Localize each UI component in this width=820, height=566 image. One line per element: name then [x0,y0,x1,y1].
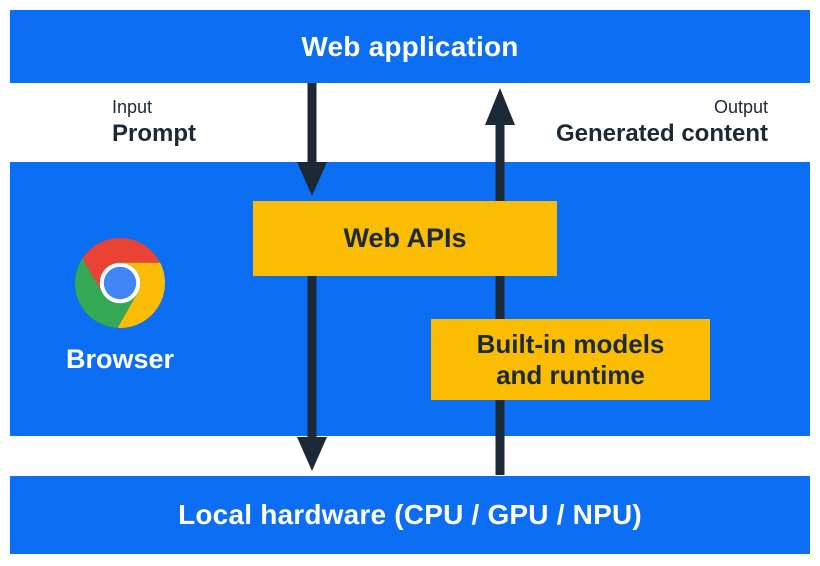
local-hardware-label: Local hardware (CPU / GPU / NPU) [178,499,642,530]
builtin-models-label-line2: and runtime [496,359,645,390]
web-application-label: Web application [301,30,519,62]
input-flow-arrowhead-bottom [297,437,327,471]
chrome-icon-red-segment [82,238,161,294]
chrome-icon [75,238,165,328]
chrome-icon-center [103,266,137,300]
local-hardware-layer: Local hardware (CPU / GPU / NPU) [10,476,810,554]
web-apis-box: Web APIs [253,201,557,276]
chrome-icon-green-segment [75,258,138,328]
builtin-models-label-line1: Built-in models [476,328,665,359]
builtin-models-box: Built-in models and runtime [431,319,710,400]
input-value: Prompt [112,120,196,147]
web-apis-label: Web APIs [343,223,467,253]
web-application-layer: Web application [10,10,810,83]
output-label-group: Output Generated content [556,94,768,148]
input-title: Input [112,97,153,117]
output-flow-arrowhead [485,88,515,125]
input-label-group: Input Prompt [112,94,196,148]
chrome-icon-yellow-segment [117,262,165,328]
output-title: Output [713,97,768,117]
browser-label: Browser [65,344,175,374]
output-value: Generated content [555,120,768,147]
